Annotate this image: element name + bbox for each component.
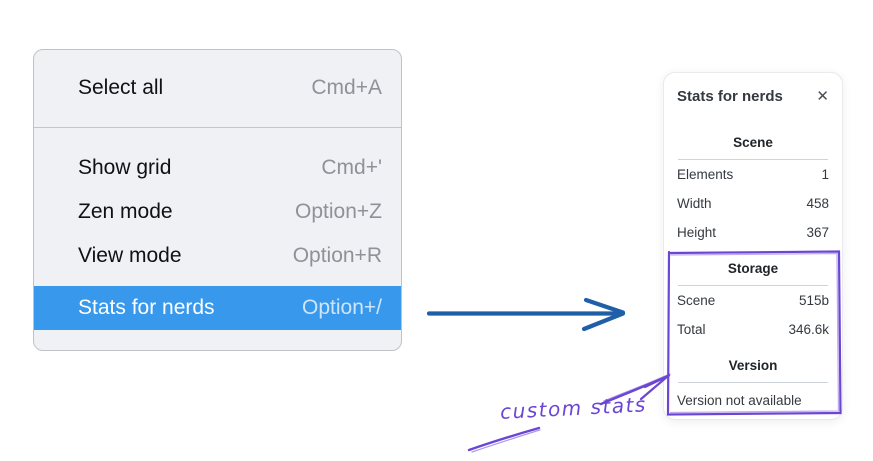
stat-label: Elements (677, 167, 734, 182)
stats-section-scene: Scene Elements 1 Width 458 Height 367 (677, 133, 829, 247)
stat-value: 346.6k (788, 322, 829, 337)
menu-item-shortcut: Option+/ (302, 296, 382, 319)
purple-underline-stroke (467, 426, 541, 453)
menu-item-shortcut: Cmd+A (311, 76, 382, 99)
stat-label: Total (677, 322, 706, 337)
menu-item-label: Zen mode (78, 200, 173, 223)
stat-value: 1 (821, 167, 829, 182)
menu-item-shortcut: Option+R (292, 244, 382, 267)
menu-item-label: Select all (78, 76, 164, 99)
stat-row-scene-storage: Scene 515b (677, 286, 829, 315)
menu-item-view-mode[interactable]: View mode Option+R (34, 234, 401, 278)
stats-panel-header: Stats for nerds ✕ (677, 85, 829, 107)
section-heading: Storage (727, 261, 779, 276)
context-menu: Select all Cmd+A Show grid Cmd+' Zen mod… (33, 49, 402, 351)
stat-row-elements: Elements 1 (677, 160, 829, 189)
menu-item-stats-for-nerds[interactable]: Stats for nerds Option+/ (34, 286, 401, 330)
menu-divider (34, 127, 401, 128)
stats-section-version: Version Version not available (677, 356, 829, 411)
stats-panel: Stats for nerds ✕ Scene Elements 1 Width… (663, 72, 843, 420)
section-heading: Version (728, 358, 778, 373)
stats-panel-title: Stats for nerds (677, 87, 783, 105)
menu-item-label: Stats for nerds (78, 296, 215, 319)
annotation-custom-stats-label: custom stats (499, 392, 648, 424)
stat-row-total-storage: Total 346.6k (677, 315, 829, 344)
stat-value: 458 (806, 196, 829, 211)
stats-section-storage: Storage Scene 515b Total 346.6k (677, 259, 829, 344)
menu-item-select-all[interactable]: Select all Cmd+A (34, 66, 401, 110)
close-icon[interactable]: ✕ (816, 87, 829, 105)
menu-item-zen-mode[interactable]: Zen mode Option+Z (34, 190, 401, 234)
stat-value: 515b (798, 293, 829, 308)
section-rule (678, 382, 828, 383)
menu-item-label: Show grid (78, 156, 172, 179)
menu-section-bottom: Show grid Cmd+' Zen mode Option+Z View m… (34, 128, 401, 350)
menu-section-top: Select all Cmd+A (34, 50, 401, 127)
stat-row-width: Width 458 (677, 189, 829, 218)
stat-label: Height (677, 225, 717, 240)
menu-item-shortcut: Option+Z (295, 200, 382, 223)
menu-item-label: View mode (78, 244, 182, 267)
section-heading: Scene (733, 135, 773, 150)
version-note: Version not available (677, 393, 802, 408)
menu-item-show-grid[interactable]: Show grid Cmd+' (34, 146, 401, 190)
stat-label: Width (677, 196, 712, 211)
stat-label: Scene (677, 293, 716, 308)
stat-value: 367 (806, 225, 829, 240)
stat-row-height: Height 367 (677, 218, 829, 247)
menu-item-shortcut: Cmd+' (321, 156, 382, 179)
blue-arrow (426, 297, 626, 332)
section-rule (678, 159, 828, 160)
